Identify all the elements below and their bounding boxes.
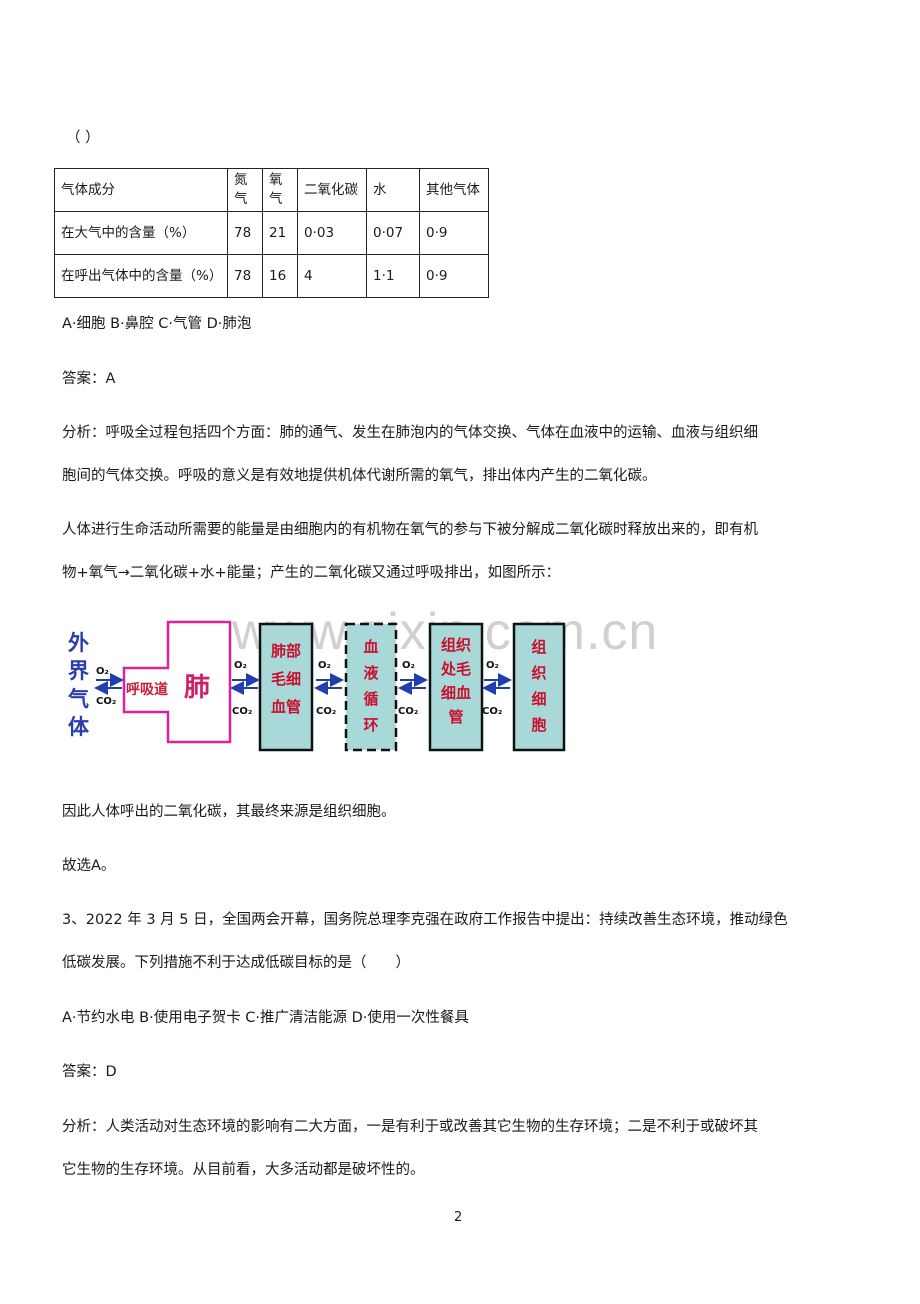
o2-label: O₂ (96, 666, 109, 677)
table-cell: 气体成分 (54, 168, 228, 212)
table-cell: 1·1 (366, 254, 420, 298)
gas-composition-table: 气体成分 氮气 氧气 二氧化碳 水 其他气体 在大气中的含量（%） 78 21 … (54, 168, 489, 298)
q3-stem-line-1: 3、2022 年 3 月 5 日，全国两会开幕，国务院总理李克强在政府工作报告中… (62, 912, 788, 928)
table-cell: 16 (262, 254, 298, 298)
table-cell: 0·03 (297, 211, 367, 255)
outer-gas-char: 气 (67, 687, 89, 711)
table-cell: 4 (297, 254, 367, 298)
blood-circulation-box (344, 622, 398, 752)
box-label: 管 (448, 708, 463, 726)
box-label: 细 (531, 690, 546, 708)
lung-label: 肺 (184, 673, 210, 703)
q3-analysis-line-2: 它生物的生存环境。从目前看，大多活动都是破坏性的。 (62, 1162, 425, 1178)
box-label: 液 (363, 664, 379, 682)
q2-paragraph-line-1: 人体进行生命活动所需要的能量是由细胞内的有机物在氧气的参与下被分解成二氧化碳时释… (62, 522, 758, 538)
q2-paragraph-line-2: 物+氧气→二氧化碳+水+能量；产生的二氧化碳又通过呼吸排出，如图所示： (62, 565, 561, 581)
o2-label: O₂ (318, 660, 331, 671)
table-cell: 氧气 (262, 168, 298, 212)
table-cell: 水 (366, 168, 420, 212)
co2-label: CO₂ (482, 706, 502, 717)
table-cell: 氮气 (227, 168, 263, 212)
page-number: 2 (454, 1210, 463, 1225)
box-label: 组 (531, 638, 546, 656)
table-cell: 在大气中的含量（%） (54, 211, 228, 255)
outer-gas-char: 体 (68, 715, 90, 739)
table-row: 在大气中的含量（%） 78 21 0·03 0·07 0·9 (54, 211, 489, 255)
box-label: 细血 (441, 684, 471, 702)
q3-stem-line-2: 低碳发展。下列措施不利于达成低碳目标的是（ ） (62, 955, 410, 971)
table-cell: 二氧化碳 (297, 168, 367, 212)
box-label: 血 (363, 638, 378, 656)
q2-analysis-line-2: 胞间的气体交换。呼吸的意义是有效地提供机体代谢所需的氧气，排出体内产生的二氧化碳… (62, 468, 657, 484)
q2-choice: 故选A。 (62, 858, 116, 874)
q3-answer: 答案：D (62, 1064, 117, 1080)
co2-label: CO₂ (316, 706, 336, 717)
co2-label: CO₂ (96, 696, 116, 707)
box-label: 组织 (441, 636, 471, 654)
box-label: 肺部 (271, 642, 301, 660)
box-label: 循 (363, 690, 378, 708)
o2-label: O₂ (234, 660, 247, 671)
table-cell: 78 (227, 211, 263, 255)
tissue-cell-box (512, 622, 566, 752)
box-label: 织 (531, 664, 546, 682)
table-header-row: 气体成分 氮气 氧气 二氧化碳 水 其他气体 (54, 168, 489, 212)
box-label: 毛细 (271, 670, 301, 688)
q3-options: A·节约水电 B·使用电子贺卡 C·推广清洁能源 D·使用一次性餐具 (62, 1010, 469, 1026)
outer-gas-char: 界 (68, 659, 89, 683)
outer-gas-char: 外 (68, 631, 89, 655)
question-paren: （ ） (66, 130, 100, 146)
q2-options: A·细胞 B·鼻腔 C·气管 D·肺泡 (62, 316, 252, 332)
table-cell: 0·9 (419, 254, 489, 298)
q2-answer: 答案：A (62, 371, 116, 387)
table-cell: 0·9 (419, 211, 489, 255)
table-cell: 在呼出气体中的含量（%） (54, 254, 228, 298)
q2-analysis-line-1: 分析：呼吸全过程包括四个方面：肺的通气、发生在肺泡内的气体交换、气体在血液中的运… (62, 425, 758, 441)
co2-label: CO₂ (398, 706, 418, 717)
box-label: 处毛 (440, 660, 471, 678)
table-cell: 78 (227, 254, 263, 298)
table-cell: 0·07 (366, 211, 420, 255)
q3-analysis-line-1: 分析：人类活动对生态环境的影响有二大方面，一是有利于或改善其它生物的生存环境；二… (62, 1119, 758, 1135)
co2-label: CO₂ (232, 706, 252, 717)
airway-label: 呼吸道 (126, 681, 168, 698)
q2-conclusion: 因此人体呼出的二氧化碳，其最终来源是组织细胞。 (62, 804, 396, 820)
lung-capillary-box (258, 622, 314, 752)
box-label: 胞 (530, 716, 546, 734)
o2-label: O₂ (402, 660, 415, 671)
table-cell: 其他气体 (419, 168, 489, 212)
table-cell: 21 (262, 211, 298, 255)
lung-outline (122, 620, 232, 744)
box-label: 环 (363, 716, 378, 734)
o2-label: O₂ (486, 660, 499, 671)
respiration-diagram: 外 界 气 体 呼吸道 肺 O₂ CO₂ 肺部 毛细 血管 O₂ CO₂ 血 液… (67, 620, 566, 752)
box-label: 血管 (271, 698, 301, 716)
table-row: 在呼出气体中的含量（%） 78 16 4 1·1 0·9 (54, 254, 489, 298)
